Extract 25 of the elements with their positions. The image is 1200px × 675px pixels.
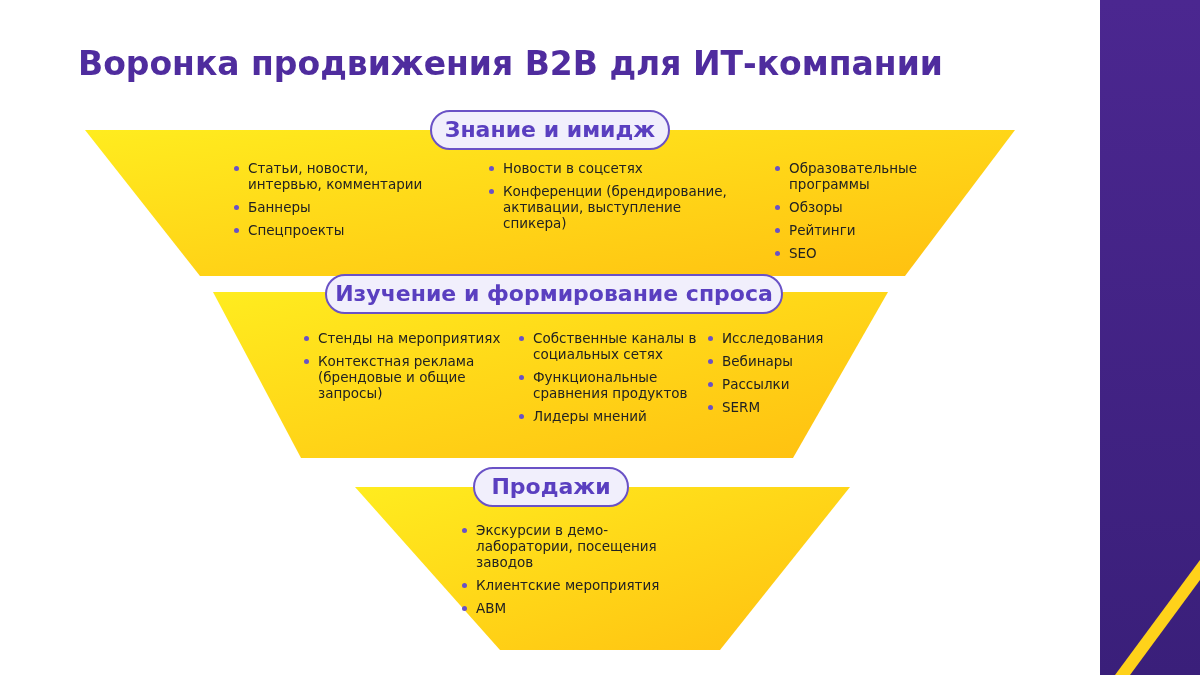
bullet-item: Клиентские мероприятия xyxy=(460,577,680,593)
bullet-item: Новости в соцсетях xyxy=(487,160,732,176)
bullet-item: SEO xyxy=(773,245,943,261)
bullet-item: Рейтинги xyxy=(773,222,943,238)
bullet-item: Вебинары xyxy=(706,353,846,369)
stage-label: Продажи xyxy=(473,467,629,507)
bullet-item: Функциональные сравнения продуктов xyxy=(517,369,697,401)
bullet-item: Конференции (брендирование, активации, выступление спикера) xyxy=(487,183,732,231)
diagram-title: Воронка продвижения B2B для ИТ-компании xyxy=(78,44,943,83)
bullet-item: Обзоры xyxy=(773,199,943,215)
bullet-item: Собственные каналы в социальных сетях xyxy=(517,330,697,362)
stage-label: Знание и имидж xyxy=(430,110,670,150)
stage-label: Изучение и формирование спроса xyxy=(325,274,783,314)
bullet-item: ABM xyxy=(460,600,680,616)
bullet-item: Статьи, новости, интервью, комментарии xyxy=(232,160,437,192)
bullet-item: Баннеры xyxy=(232,199,437,215)
bullet-item: Стенды на мероприятиях xyxy=(302,330,512,346)
bullet-item: Образовательные программы xyxy=(773,160,943,192)
bullet-item: Лидеры мнений xyxy=(517,408,697,424)
bullet-item: Экскурсии в демо-лаборатории, посещения заводов xyxy=(460,522,680,570)
bullet-item: Исследования xyxy=(706,330,846,346)
bullet-item: Контекстная реклама (брендовые и общие запросы) xyxy=(302,353,512,401)
bullet-item: Рассылки xyxy=(706,376,846,392)
bullet-item: Спецпроекты xyxy=(232,222,437,238)
bullet-item: SERM xyxy=(706,399,846,415)
